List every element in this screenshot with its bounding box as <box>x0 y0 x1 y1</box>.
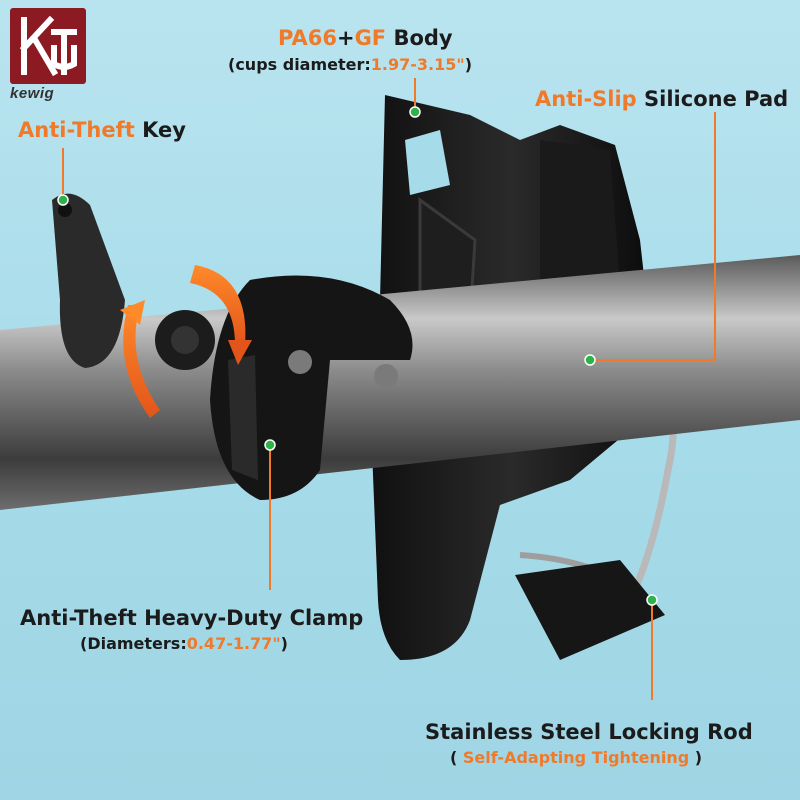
rotate-arrow-icon <box>190 265 246 345</box>
label-pad: Anti-Slip Silicone Pad <box>535 87 789 111</box>
brand-logo: kewig <box>10 8 90 104</box>
label-clamp: Anti-Theft Heavy-Duty Clamp <box>20 606 364 630</box>
label-rod: Stainless Steel Locking Rod <box>425 720 753 744</box>
pointer-clamp <box>264 439 276 451</box>
label-key: Anti-Theft Key <box>18 118 186 142</box>
brand-logo-mark <box>10 8 86 84</box>
pointer-key <box>57 194 69 206</box>
label-clamp-sub: (Diameters:0.47-1.77") <box>80 634 288 653</box>
label-body-sub: (cups diameter:1.97-3.15") <box>228 55 473 74</box>
anti-theft-key <box>52 193 125 368</box>
pointer-rod <box>646 594 658 606</box>
clamp <box>210 275 413 500</box>
pointer-pad <box>584 354 596 366</box>
pointer-body <box>409 106 421 118</box>
brand-name: kewig <box>10 85 55 102</box>
label-body: PA66+GF Body <box>278 26 453 50</box>
label-rod-sub: ( Self-Adapting Tightening ) <box>450 748 703 767</box>
